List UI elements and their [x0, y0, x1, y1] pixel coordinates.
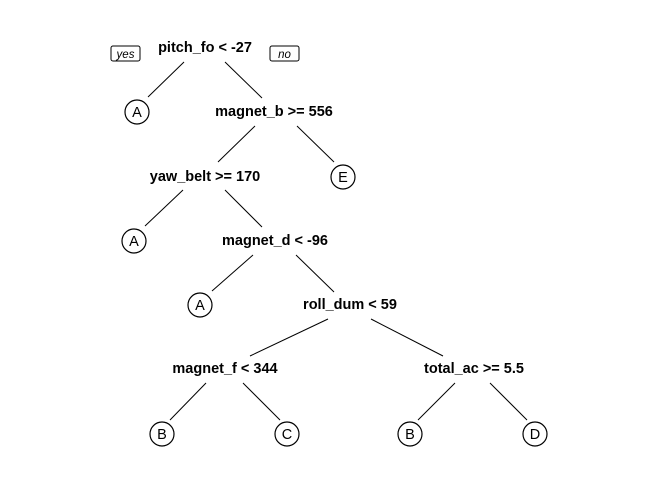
edge-total-to-leaf-d: [489, 382, 528, 421]
yes-branch-box: [110, 45, 141, 62]
split-roll-dum: roll_dum < 59: [303, 297, 397, 313]
no-branch-box: [269, 45, 300, 62]
leaf-node: E: [330, 164, 356, 190]
leaf-node: B: [149, 421, 175, 447]
edge-roll-to-total: [370, 318, 444, 357]
edge-magnet-b-to-yaw: [217, 125, 256, 163]
leaf-node: A: [121, 228, 147, 254]
leaf-node: B: [397, 421, 423, 447]
split-total-ac: total_ac >= 5.5: [424, 361, 524, 377]
edge-pitch-to-leaf-a: [147, 61, 185, 98]
leaf-label: D: [530, 427, 540, 443]
split-pitch-fo: pitch_fo < -27: [158, 40, 252, 56]
yes-branch-label: yes: [116, 49, 135, 61]
edge-magnet-d-to-roll: [295, 254, 335, 293]
leaf-label: B: [405, 427, 415, 443]
leaf-label: A: [132, 105, 142, 121]
edge-magnet-b-to-leaf-e: [296, 125, 335, 163]
edge-pitch-to-magnet-b: [224, 61, 263, 99]
leaf-label: A: [129, 234, 139, 250]
leaf-node: C: [274, 421, 300, 447]
edge-total-to-leaf-b: [417, 382, 456, 421]
edge-magnet-f-to-leaf-c: [242, 382, 281, 421]
edge-yaw-to-leaf-a: [144, 189, 184, 227]
leaf-node: D: [522, 421, 548, 447]
leaf-label: E: [338, 170, 348, 186]
leaf-label: A: [195, 298, 205, 314]
split-magnet-f: magnet_f < 344: [172, 361, 277, 377]
edge-magnet-f-to-leaf-b: [169, 382, 207, 421]
edge-yaw-to-magnet-d: [224, 189, 263, 228]
no-branch-label: no: [278, 49, 291, 61]
split-yaw-belt: yaw_belt >= 170: [150, 169, 260, 185]
leaf-node: A: [124, 99, 150, 125]
leaf-label: B: [157, 427, 167, 443]
split-magnet-b: magnet_b >= 556: [215, 104, 333, 120]
edge-roll-to-magnet-f: [249, 318, 329, 357]
leaf-node: A: [187, 292, 213, 318]
split-magnet-d: magnet_d < -96: [222, 233, 328, 249]
leaf-label: C: [282, 427, 292, 443]
edge-magnet-d-to-leaf-a: [211, 254, 254, 292]
